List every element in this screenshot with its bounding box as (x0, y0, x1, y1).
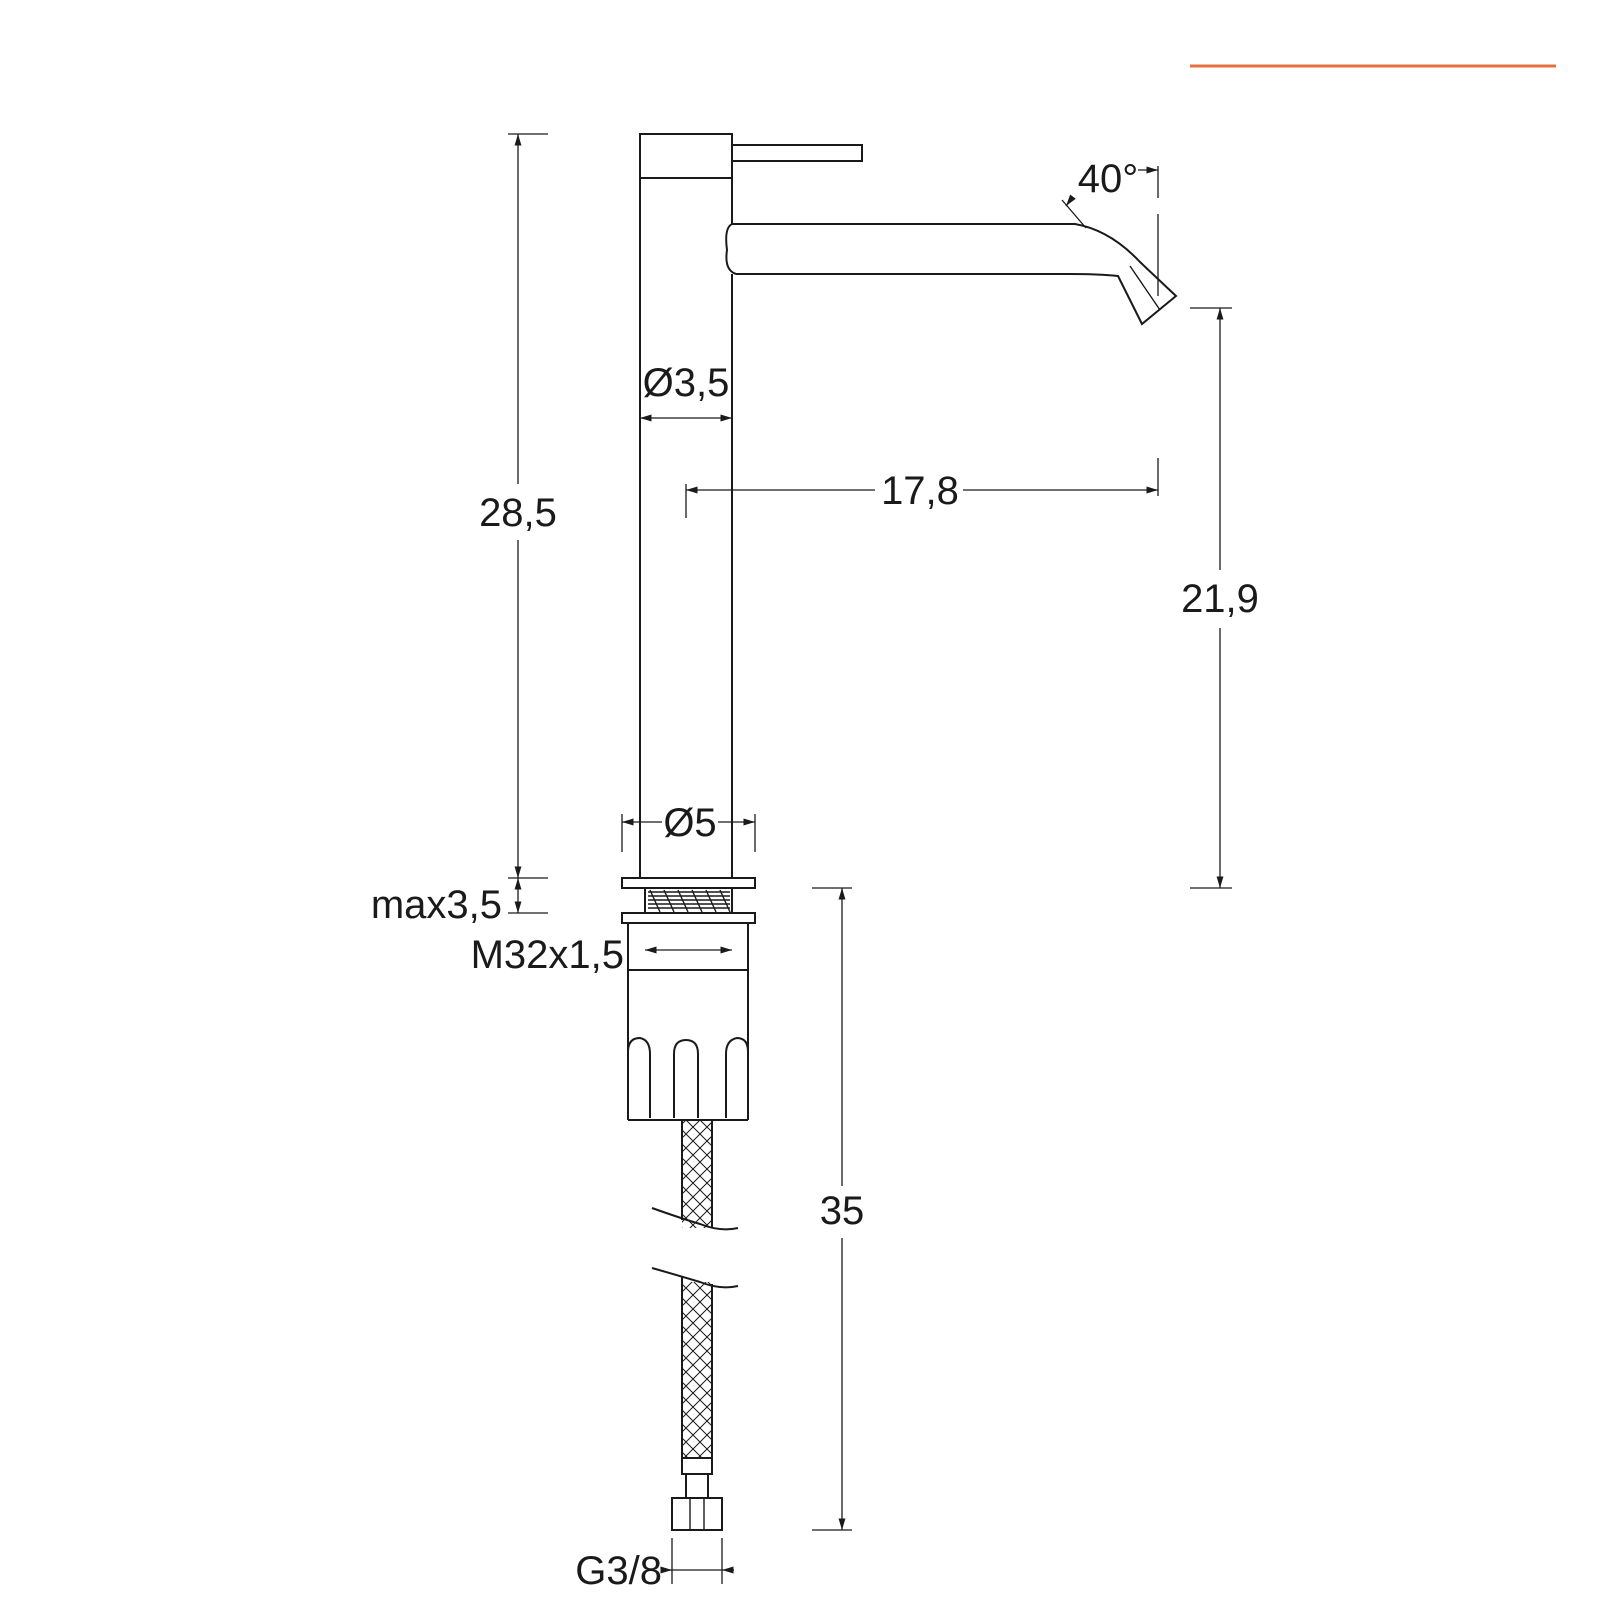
hose-length-label: 35 (820, 1189, 865, 1233)
max-deck-thickness-label: max3,5 (371, 883, 502, 927)
thread-label: M32x1,5 (471, 933, 624, 977)
overall-height-label: 28,5 (479, 491, 557, 535)
spout-height-label: 21,9 (1181, 577, 1259, 621)
spout-reach-label: 17,8 (881, 469, 959, 513)
body-diameter-label: Ø3,5 (643, 361, 730, 405)
faucet-body (639, 133, 863, 878)
flexible-hose (651, 1120, 739, 1531)
faucet-base (621, 877, 756, 1121)
connection-label: G3/8 (575, 1549, 662, 1593)
dimension-lines (508, 133, 1232, 1584)
base-diameter-label: Ø5 (663, 801, 716, 845)
faucet-spout (725, 223, 1178, 326)
spout-angle-label: 40° (1078, 157, 1139, 201)
